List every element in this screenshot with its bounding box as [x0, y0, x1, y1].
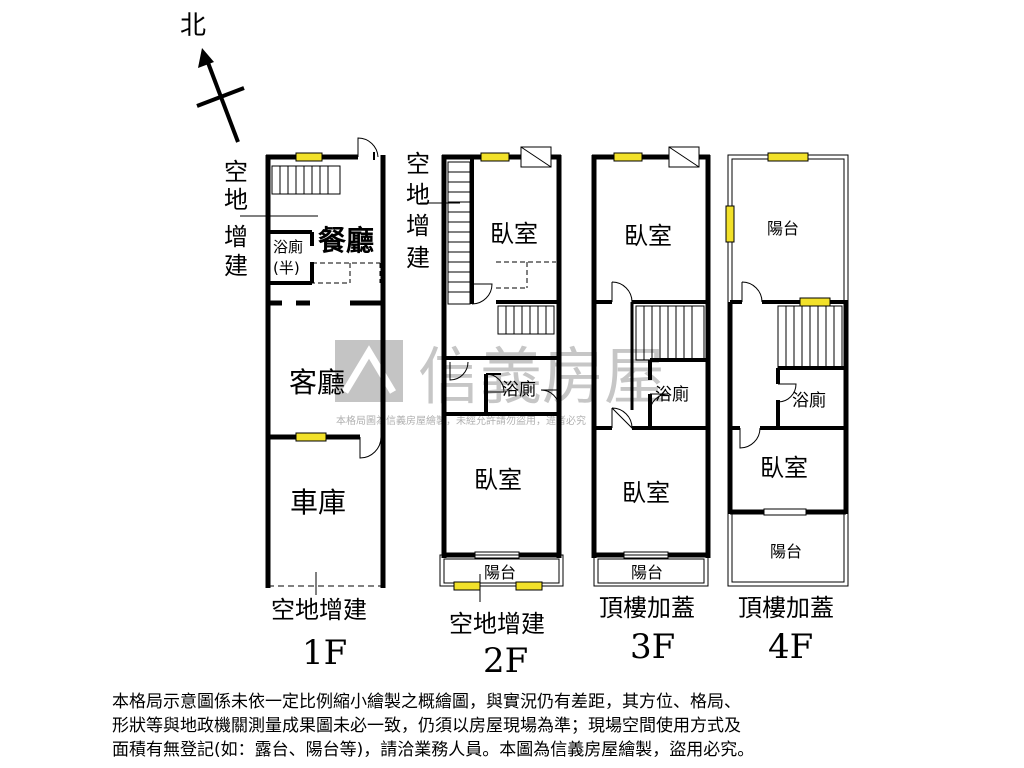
- room-balcony-4f-front: 陽台: [767, 219, 799, 238]
- bottom-note-1f: 空地增建: [271, 596, 367, 624]
- room-balcony-2f: 陽台: [484, 563, 516, 582]
- room-bedroom-4f: 臥室: [760, 454, 808, 482]
- window: [453, 581, 481, 591]
- window: [480, 152, 510, 162]
- floor-plan-1f: 空 地 增 建 餐廳 浴廁 (半) 客廳 車庫 空地增建 1F: [224, 137, 386, 673]
- floor-plan-3f: 臥室 浴廁 臥室 陽台 頂樓加蓋 3F: [591, 146, 711, 667]
- floor-plan-2f: 空 地 增 建 臥室 浴廁 臥室 陽台 空地增建 2F: [406, 146, 564, 681]
- stairs: [271, 165, 341, 195]
- side-note-1f-0: 空: [224, 158, 248, 186]
- north-label: 北: [180, 11, 206, 41]
- room-garage: 車庫: [290, 486, 346, 519]
- floor-label-4f: 4F: [768, 627, 813, 667]
- balcony-rail: [593, 554, 709, 587]
- room-balcony-3f: 陽台: [631, 563, 663, 582]
- room-bedroom-2f-back: 臥室: [474, 466, 522, 494]
- disclaimer-line-3: 面積有無登記(如：露台、陽台等)，請洽業務人員。本圖為信義房屋繪製，盜用必究。: [112, 740, 755, 760]
- floor-plan-4f: 陽台 浴廁 臥室 陽台 頂樓加蓋 4F: [725, 152, 849, 667]
- side-note-2f-1: 地: [406, 181, 430, 209]
- room-bedroom-3f-back: 臥室: [622, 479, 670, 507]
- side-note-2f-2: 增: [406, 212, 430, 240]
- side-note-1f-2: 增: [224, 223, 248, 251]
- room-wc-half-note: (半): [273, 259, 300, 277]
- bottom-note-4f: 頂樓加蓋: [738, 594, 834, 622]
- room-living: 客廳: [289, 366, 345, 399]
- floor-label-3f: 3F: [630, 627, 675, 667]
- floor-label-1f: 1F: [302, 633, 347, 673]
- room-wc-half: 浴廁: [273, 238, 303, 256]
- window: [767, 152, 809, 162]
- window: [295, 432, 327, 442]
- stairs: [497, 305, 555, 335]
- north-arrow: 北: [180, 11, 245, 143]
- floor-label-2f: 2F: [483, 641, 528, 681]
- room-dining: 餐廳: [318, 224, 374, 257]
- window: [725, 205, 735, 243]
- room-bedroom-2f-front: 臥室: [490, 220, 538, 248]
- room-bedroom-3f-front: 臥室: [624, 222, 672, 250]
- bottom-note-2f: 空地增建: [449, 610, 545, 638]
- side-note-1f-1: 地: [224, 186, 248, 214]
- window: [515, 581, 543, 591]
- side-note-2f-3: 建: [406, 244, 430, 272]
- window: [613, 152, 643, 162]
- disclaimer-line-2: 形狀等與地政機關測量成果圖未必一致，仍須以房屋現場為準；現場空間使用方式及: [112, 716, 741, 736]
- watermark-brand: 信義房屋: [418, 340, 666, 413]
- room-balcony-4f-back: 陽台: [770, 542, 802, 561]
- stairs: [777, 305, 843, 369]
- balcony-rail: [439, 554, 564, 587]
- disclaimer-line-1: 本格局示意圖係未依一定比例縮小繪製之概繪圖，與實況仍有差距，其方位、格局、: [112, 692, 741, 712]
- side-note-2f-0: 空: [406, 150, 430, 178]
- window: [295, 152, 323, 162]
- stairs: [447, 161, 471, 305]
- window: [799, 297, 831, 307]
- bottom-note-3f: 頂樓加蓋: [599, 594, 695, 622]
- room-bath-2f: 浴廁: [502, 379, 536, 400]
- room-bath-3f: 浴廁: [655, 384, 689, 405]
- disclaimer-text: 本格局示意圖係未依一定比例縮小繪製之概繪圖，與實況仍有差距，其方位、格局、 形狀…: [112, 690, 922, 762]
- side-note-1f-3: 建: [224, 252, 248, 280]
- watermark-notice: 本格局圖為信義房屋繪製，未經允許請勿盜用，違者必究: [336, 414, 586, 427]
- room-bath-4f: 浴廁: [792, 390, 826, 411]
- watermark: 信義房屋 本格局圖為信義房屋繪製，未經允許請勿盜用，違者必究: [335, 340, 666, 427]
